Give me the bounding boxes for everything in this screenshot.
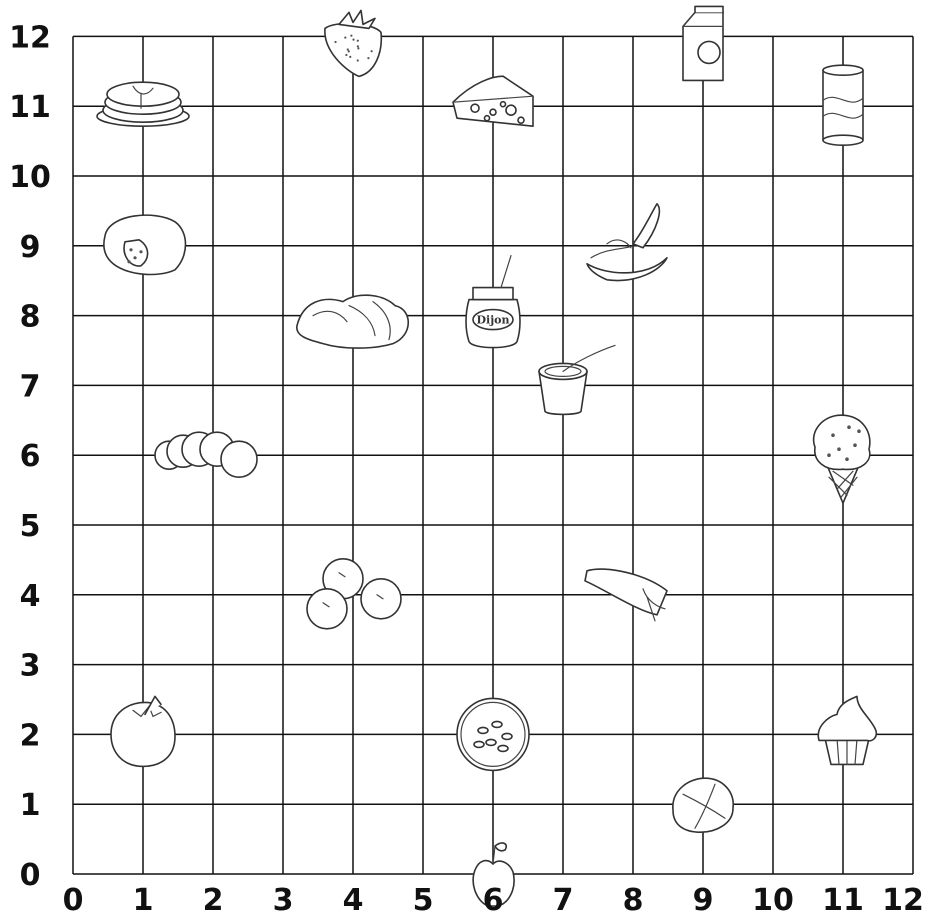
x-tick-label: 2 <box>203 883 224 917</box>
y-tick-label: 1 <box>20 788 41 823</box>
food-items: Dijon <box>97 6 876 906</box>
cheese-wedge-icon <box>453 76 533 126</box>
x-tick-label: 12 <box>882 883 924 917</box>
soda-can-icon <box>823 65 863 145</box>
y-tick-label: 6 <box>20 439 41 474</box>
hot-cross-bun-icon <box>673 778 733 832</box>
y-tick-label: 2 <box>20 718 41 753</box>
y-tick-label: 12 <box>9 20 51 55</box>
tomato-icon <box>111 696 175 766</box>
yogurt-cup-icon <box>539 345 615 414</box>
cheese-slices-icon <box>155 432 257 477</box>
banana-icon <box>587 204 667 281</box>
cucumber-slice-icon <box>457 698 529 770</box>
pancakes-icon <box>97 82 189 126</box>
ice-cream-cone-icon <box>814 415 870 503</box>
juice-carton-icon <box>683 6 723 80</box>
x-tick-label: 7 <box>553 883 574 917</box>
dijon-label: Dijon <box>476 314 509 327</box>
x-tick-label: 11 <box>822 883 864 917</box>
y-tick-label: 3 <box>20 649 41 684</box>
x-tick-label: 5 <box>413 883 434 917</box>
x-tick-label: 10 <box>752 883 794 917</box>
y-tick-label: 8 <box>20 300 41 335</box>
x-tick-label: 8 <box>623 883 644 917</box>
y-tick-label: 0 <box>20 858 41 893</box>
x-tick-label: 0 <box>63 883 84 917</box>
blueberries-icon <box>307 559 401 629</box>
strawberry-icon <box>325 10 381 76</box>
y-tick-label: 11 <box>9 90 51 125</box>
x-tick-label: 3 <box>273 883 294 917</box>
y-tick-label: 4 <box>20 579 41 614</box>
y-tick-label: 5 <box>20 509 41 544</box>
muffin-icon <box>104 215 186 274</box>
x-tick-label: 4 <box>343 883 364 917</box>
cupcake-icon <box>818 696 876 764</box>
y-tick-label: 10 <box>9 160 51 195</box>
y-tick-label: 7 <box>20 369 41 404</box>
x-tick-label: 6 <box>483 883 504 917</box>
ham-slices-icon <box>297 295 408 348</box>
x-tick-label: 9 <box>693 883 714 917</box>
y-tick-label: 9 <box>20 230 41 265</box>
x-tick-label: 1 <box>133 883 154 917</box>
